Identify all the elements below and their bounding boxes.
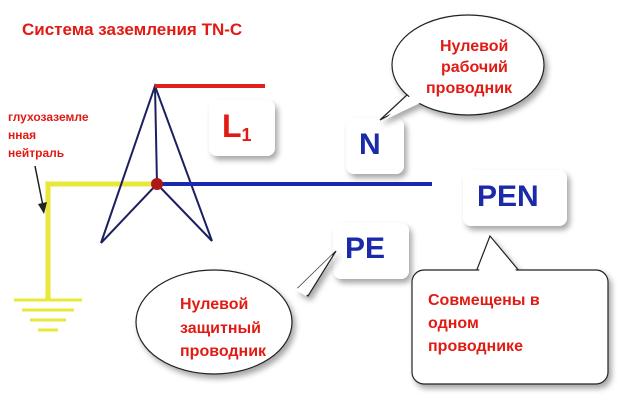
side-label-line-2: нная: [8, 128, 37, 142]
arrow-icon: [34, 165, 47, 214]
diagram-title: Система заземления TN-C: [22, 20, 243, 39]
callout-neutral-working-bubble: [379, 14, 545, 121]
callout-combined-bubble: [411, 234, 609, 385]
neutral-node: [151, 178, 163, 190]
callout-combined-line-3: проводнике: [428, 338, 523, 355]
pe-label: PE: [345, 232, 386, 265]
callout-combined-line-2: одном: [428, 315, 479, 332]
callout-neutral-protective-line-2: защитный: [180, 320, 261, 337]
pen-label: PEN: [477, 180, 539, 213]
callout-neutral-working-line-1: Нулевой: [440, 38, 509, 55]
callout-neutral-protective-line-1: Нулевой: [180, 296, 249, 313]
callout-neutral-working-line-2: рабочий: [441, 59, 508, 76]
pen-label-box: [463, 170, 567, 226]
callout-neutral-protective-line-3: проводник: [180, 343, 267, 360]
pe-label-box: [333, 223, 409, 279]
n-label-box: [346, 118, 404, 174]
l1-label: L1: [222, 108, 252, 146]
l1-label-box: [209, 100, 275, 156]
n-label: N: [359, 128, 381, 161]
callout-combined-line-1: Совмещены в: [428, 292, 540, 309]
callout-neutral-working-line-3: проводник: [426, 80, 513, 97]
side-label-line-1: глухозаземле: [8, 110, 89, 124]
l1-label-sub: 1: [241, 125, 252, 145]
side-label-line-3: нейтраль: [8, 146, 65, 160]
callout-neutral-protective-bubble: [135, 250, 337, 375]
l1-label-main: L: [222, 108, 242, 144]
transformer-winding: [100, 83, 213, 244]
earth-ground-icon: [14, 298, 82, 332]
